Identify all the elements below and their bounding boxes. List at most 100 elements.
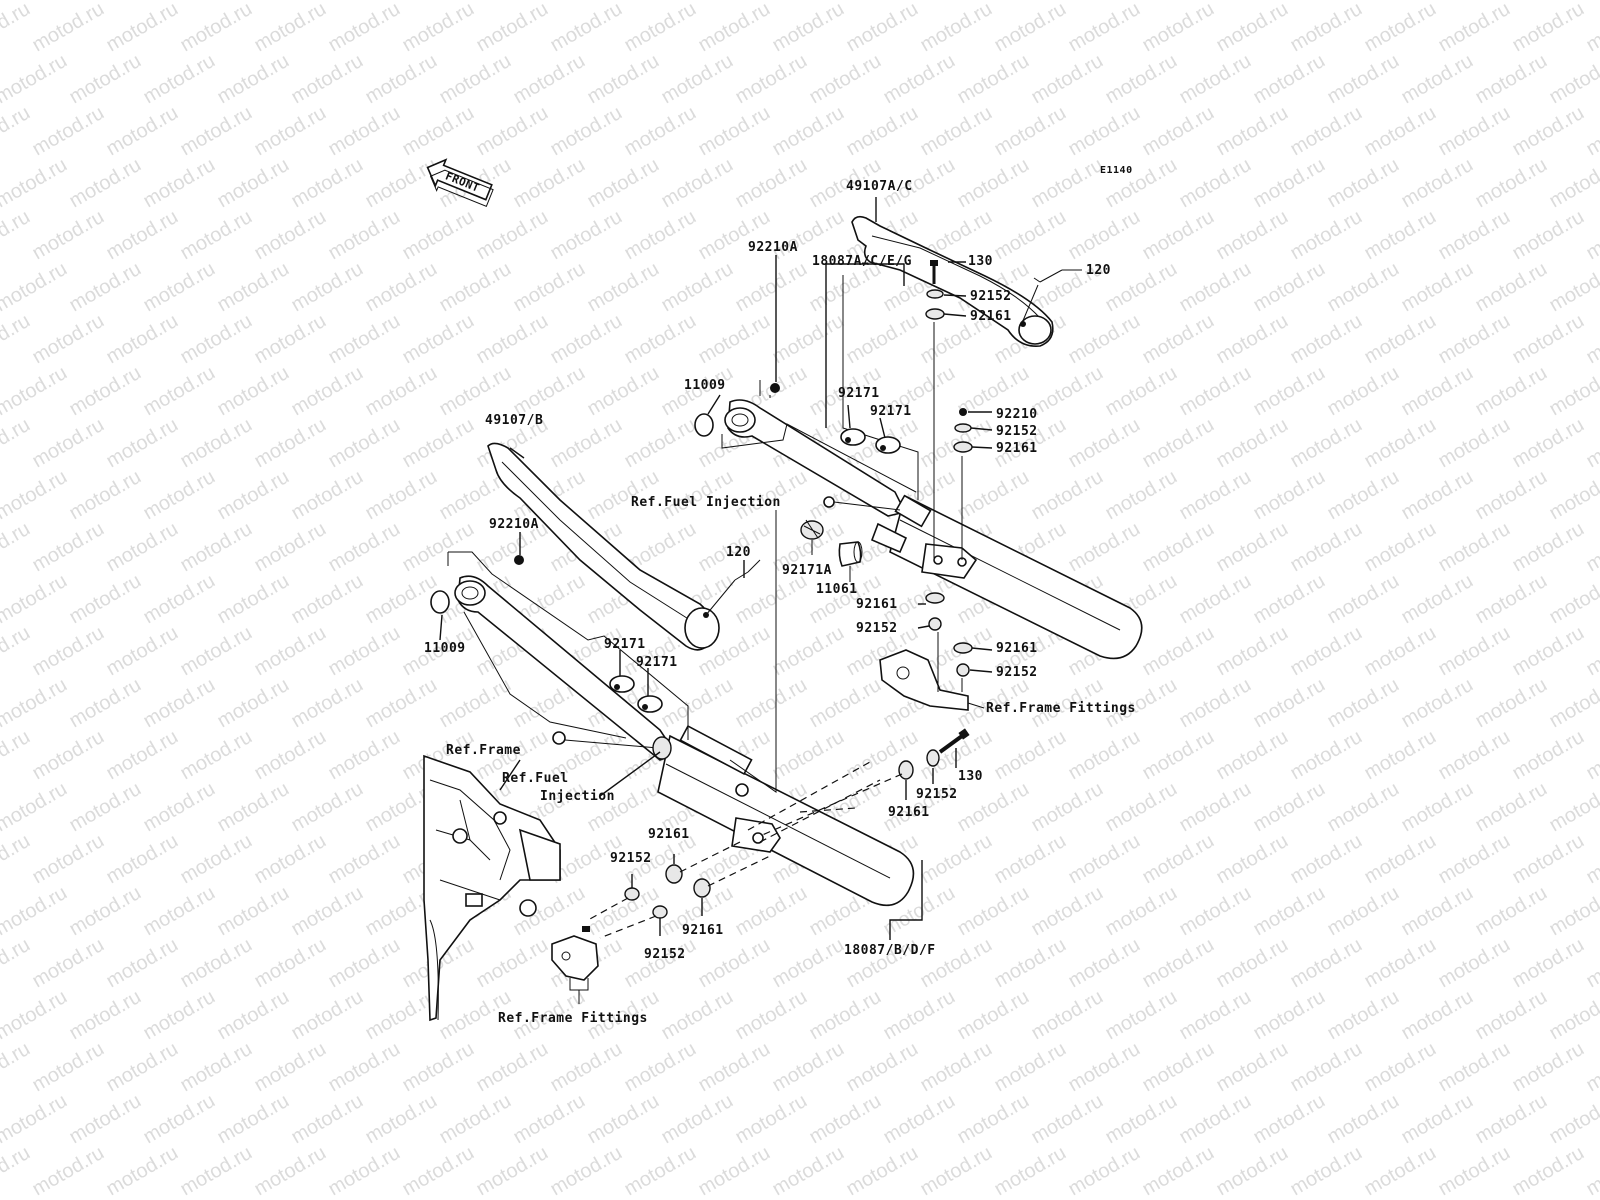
watermark-text: motod.ru [1065, 310, 1144, 369]
watermark-text: motod.ru [1361, 726, 1440, 785]
watermark-text: motod.ru [399, 1038, 478, 1097]
watermark-text: motod.ru [732, 0, 811, 4]
watermark-text: motod.ru [1102, 1194, 1181, 1200]
watermark-text: motod.ru [732, 1090, 811, 1149]
watermark-text: motod.ru [1361, 622, 1440, 681]
watermark-text: motod.ru [140, 570, 219, 629]
watermark-text: motod.ru [1250, 570, 1329, 629]
watermark-text: motod.ru [288, 986, 367, 1045]
watermark-text: motod.ru [288, 570, 367, 629]
watermark-text: motod.ru [251, 310, 330, 369]
watermark-text: motod.ru [1065, 206, 1144, 265]
watermark-text: motod.ru [843, 102, 922, 161]
watermark-text: motod.ru [103, 622, 182, 681]
watermark-text: motod.ru [1583, 830, 1600, 889]
watermark-text: motod.ru [177, 1142, 256, 1200]
watermark-text: motod.ru [1324, 674, 1403, 733]
label-92161-c: 92161 [856, 597, 898, 612]
watermark-text: motod.ru [1139, 310, 1218, 369]
watermark-text: motod.ru [1176, 778, 1255, 837]
watermark-text: motod.ru [917, 1038, 996, 1097]
watermark-text: motod.ru [214, 674, 293, 733]
watermark-text: motod.ru [1324, 50, 1403, 109]
watermark-text: motod.ru [1509, 518, 1588, 577]
watermark-text: motod.ru [1546, 362, 1600, 421]
watermark-text: motod.ru [288, 882, 367, 941]
watermark-text: motod.ru [1324, 778, 1403, 837]
watermark-text: motod.ru [1065, 0, 1144, 56]
watermark-text: motod.ru [1139, 1142, 1218, 1200]
watermark-text: motod.ru [1509, 206, 1588, 265]
watermark-text: motod.ru [1361, 0, 1440, 56]
watermark-text: motod.ru [1250, 466, 1329, 525]
label-92161-a: 92161 [970, 309, 1012, 324]
watermark-text: motod.ru [658, 1194, 737, 1200]
watermark-text: motod.ru [29, 102, 108, 161]
watermark-text: motod.ru [66, 986, 145, 1045]
watermark-text: motod.ru [1472, 362, 1551, 421]
watermark-text: motod.ru [1509, 622, 1588, 681]
watermark-text: motod.ru [621, 414, 700, 473]
watermark-text: motod.ru [1065, 830, 1144, 889]
watermark-text: motod.ru [140, 0, 219, 4]
watermark-text: motod.ru [1583, 726, 1600, 785]
watermark-text: motod.ru [1213, 206, 1292, 265]
nut-92210 [959, 408, 967, 416]
watermark-text: motod.ru [880, 1090, 959, 1149]
watermark-text: motod.ru [621, 102, 700, 161]
watermark-text: motod.ru [288, 50, 367, 109]
watermark-text: motod.ru [399, 310, 478, 369]
diagram-code: E1140 [1100, 165, 1133, 176]
damper-92161-c [925, 592, 945, 604]
watermark-text: motod.ru [325, 310, 404, 369]
watermark-text: motod.ru [843, 1142, 922, 1200]
watermark-text: motod.ru [1583, 1142, 1600, 1200]
watermark-text: motod.ru [436, 674, 515, 733]
damper-92161-f [665, 864, 683, 884]
watermark-text: motod.ru [325, 726, 404, 785]
watermark-text: motod.ru [66, 50, 145, 109]
watermark-text: motod.ru [1435, 934, 1514, 993]
watermark-text: motod.ru [103, 414, 182, 473]
watermark-text: motod.ru [0, 778, 71, 837]
watermark-text: motod.ru [954, 154, 1033, 213]
watermark-text: motod.ru [1250, 1090, 1329, 1149]
watermark-text: motod.ru [1509, 1038, 1588, 1097]
watermark-text: motod.ru [362, 674, 441, 733]
watermark-text: motod.ru [288, 362, 367, 421]
watermark-text: motod.ru [510, 1090, 589, 1149]
watermark-text: motod.ru [1250, 778, 1329, 837]
watermark-text: motod.ru [1176, 0, 1255, 4]
watermark-text: motod.ru [1065, 934, 1144, 993]
watermark-text: motod.ru [1546, 778, 1600, 837]
watermark-text: motod.ru [140, 258, 219, 317]
watermark-text: motod.ru [1065, 414, 1144, 473]
watermark-text: motod.ru [0, 934, 34, 993]
watermark-text: motod.ru [251, 830, 330, 889]
watermark-text: motod.ru [1176, 154, 1255, 213]
lower-heat-shield [487, 442, 720, 651]
label-18087BDF: 18087/B/D/F [844, 943, 936, 958]
watermark-text: motod.ru [399, 206, 478, 265]
label-130-top: 130 [968, 254, 993, 269]
watermark-text: motod.ru [0, 674, 71, 733]
watermark-text: motod.ru [1213, 830, 1292, 889]
watermark-text: motod.ru [1139, 1038, 1218, 1097]
watermark-text: motod.ru [1398, 362, 1477, 421]
watermark-text: motod.ru [880, 986, 959, 1045]
watermark-text: motod.ru [0, 466, 71, 525]
damper-92161-e [898, 760, 914, 780]
watermark-text: motod.ru [510, 50, 589, 109]
watermark-text: motod.ru [1435, 830, 1514, 889]
label-92171-b: 92171 [870, 404, 912, 419]
watermark-text: motod.ru [769, 102, 848, 161]
watermark-text: motod.ru [436, 1090, 515, 1149]
watermark-text: motod.ru [1472, 986, 1551, 1045]
watermark-text: motod.ru [843, 310, 922, 369]
watermark-text: motod.ru [362, 362, 441, 421]
watermark-text: motod.ru [954, 778, 1033, 837]
watermark-text: motod.ru [732, 882, 811, 941]
watermark-text: motod.ru [140, 674, 219, 733]
watermark-text: motod.ru [0, 1090, 71, 1149]
